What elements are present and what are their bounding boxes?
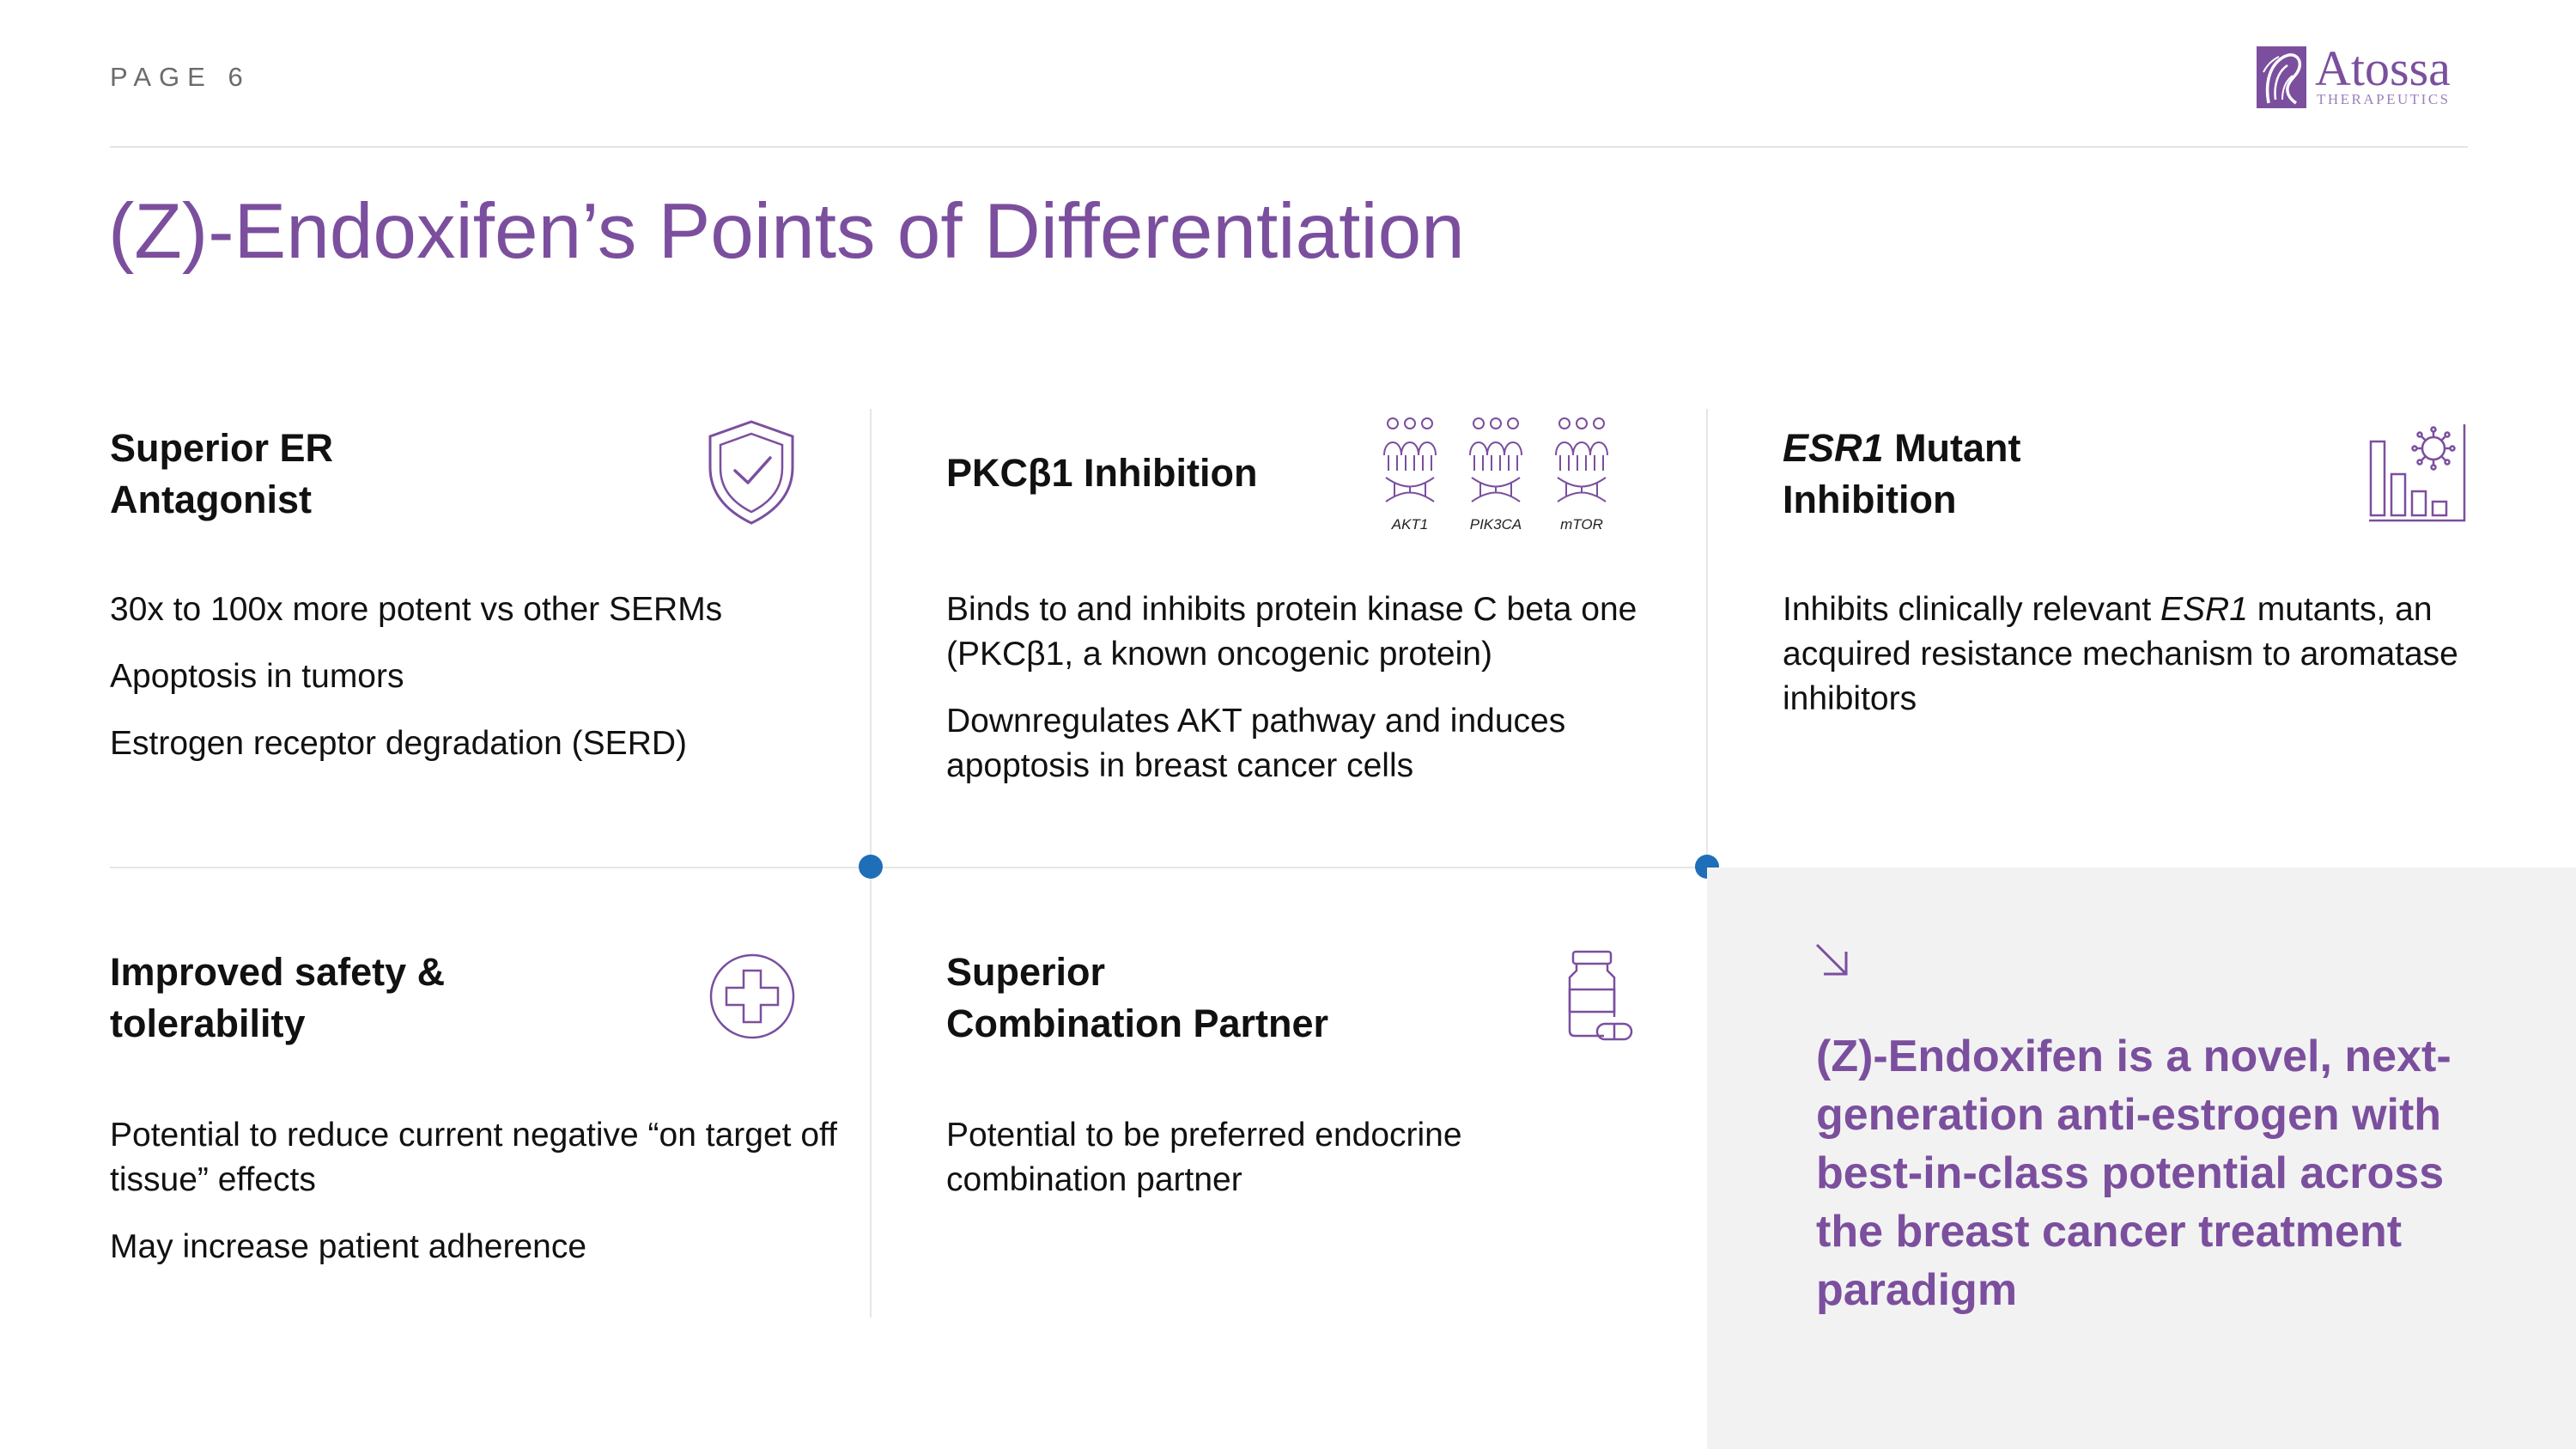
card-er-heading-line2: Antagonist <box>110 478 312 521</box>
grid-node-1 <box>859 855 883 879</box>
card-esr1-body-gene: ESR1 <box>2160 591 2248 628</box>
arrow-down-right-icon <box>1815 943 1848 976</box>
card-er-body: 30x to 100x more potent vs other SERMs A… <box>110 588 848 788</box>
shield-check-icon <box>708 420 794 525</box>
card-er-point: Apoptosis in tumors <box>110 658 404 695</box>
header-divider <box>110 146 2468 148</box>
card-esr1-body-before: Inhibits clinically relevant <box>1783 591 2161 628</box>
card-combo-heading-line2: Combination Partner <box>946 1002 1329 1045</box>
page-title: (Z)-Endoxifen’s Points of Differentiatio… <box>108 188 1465 275</box>
logo-wordmark: Atossa <box>2315 40 2451 96</box>
card-combo-point: Potential to be preferred endocrine comb… <box>946 1117 1462 1198</box>
card-esr1-point: Inhibits clinically relevant ESR1 mutant… <box>1783 588 2487 721</box>
icon-label-akt1: AKT1 <box>1391 516 1429 533</box>
card-safety-heading-line1: Improved safety & <box>110 950 446 994</box>
icon-label-pik3ca: PIK3CA <box>1470 516 1522 533</box>
card-esr1-heading: ESR1 Mutant Inhibition <box>1783 423 2021 526</box>
card-esr1-heading-rest: Mutant <box>1883 426 2021 470</box>
card-esr1-body-after: mutants, an acquired resistance mechanis… <box>1783 591 2458 717</box>
card-combo-heading: Superior Combination Partner <box>946 947 1328 1050</box>
card-esr1-heading-line2: Inhibition <box>1783 478 1957 521</box>
card-pkc-heading: PKCβ1 Inhibition <box>946 451 1258 495</box>
grid-divider-vertical-2 <box>1706 409 1708 868</box>
card-combo-body: Potential to be preferred endocrine comb… <box>946 1113 1650 1225</box>
card-pkc-point: Downregulates AKT pathway and induces ap… <box>946 703 1566 784</box>
people-dna-icon: AKT1 PIK3CA mTOR <box>1383 417 1608 533</box>
company-logo: Atossa THERAPEUTICS <box>2257 40 2471 110</box>
card-safety-body: Potential to reduce current negative “on… <box>110 1113 848 1292</box>
card-esr1-heading-gene: ESR1 <box>1783 426 1884 470</box>
card-er-heading: Superior ER Antagonist <box>110 423 333 526</box>
card-er-point: 30x to 100x more potent vs other SERMs <box>110 591 723 628</box>
card-safety-point: May increase patient adherence <box>110 1228 587 1265</box>
callout-panel <box>1707 868 2576 1449</box>
bar-chart-virus-icon <box>2369 424 2466 522</box>
card-esr1-body: Inhibits clinically relevant ESR1 mutant… <box>1783 588 2487 744</box>
grid-divider-horizontal <box>110 867 1707 868</box>
card-pkc-body: Binds to and inhibits protein kinase C b… <box>946 588 1685 811</box>
card-er-heading-line1: Superior ER <box>110 426 334 470</box>
logo-subtitle: THERAPEUTICS <box>2317 91 2451 107</box>
card-combo-heading-line1: Superior <box>946 950 1106 994</box>
medical-cross-icon <box>709 953 795 1039</box>
pill-bottle-icon <box>1568 950 1633 1041</box>
icon-label-mtor: mTOR <box>1560 516 1603 533</box>
card-safety-heading-line2: tolerability <box>110 1002 306 1045</box>
logo-mark-icon <box>2257 46 2306 108</box>
callout-text: (Z)-Endoxifen is a novel, next-generatio… <box>1816 1032 2451 1315</box>
card-safety-heading: Improved safety & tolerability <box>110 947 445 1050</box>
card-esr1-heading-line1: ESR1 Mutant <box>1783 423 2021 474</box>
page-label: PAGE 6 <box>110 62 251 92</box>
card-safety-point: Potential to reduce current negative “on… <box>110 1117 837 1198</box>
card-er-point: Estrogen receptor degradation (SERD) <box>110 725 688 762</box>
card-pkc-point: Binds to and inhibits protein kinase C b… <box>946 591 1637 673</box>
